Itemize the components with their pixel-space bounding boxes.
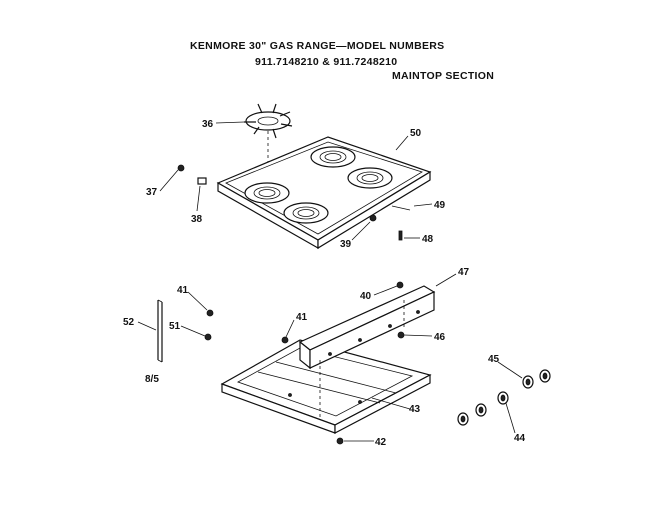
screw-46 — [397, 331, 405, 339]
screw-51 — [204, 333, 212, 341]
screw-41b — [281, 336, 289, 344]
callout-8-5: 8/5 — [145, 374, 159, 385]
screw-41a — [206, 309, 214, 317]
callout-38: 38 — [191, 214, 203, 225]
burner-openings — [244, 146, 393, 224]
callout-36: 36 — [202, 119, 214, 130]
callout-44: 44 — [514, 433, 526, 444]
callout-39: 39 — [340, 239, 352, 250]
clip-38 — [197, 177, 207, 185]
screw-39 — [369, 214, 377, 222]
callout-45: 45 — [488, 354, 500, 365]
screw-40 — [396, 281, 404, 289]
callout-41a: 41 — [177, 285, 189, 296]
callout-47: 47 — [458, 267, 470, 278]
manifold-bracket — [298, 285, 436, 370]
callout-49: 49 — [434, 200, 446, 211]
model-numbers: 911.7148210 & 911.7248210 — [255, 56, 398, 68]
callout-42: 42 — [375, 437, 387, 448]
leader-lines-top — [159, 121, 433, 241]
callout-37: 37 — [146, 187, 158, 198]
callout-46: 46 — [434, 332, 446, 343]
callout-48: 48 — [422, 234, 434, 245]
callout-50: 50 — [410, 128, 422, 139]
clip-49 — [391, 205, 411, 211]
callout-40: 40 — [360, 291, 372, 302]
side-bracket — [157, 299, 163, 363]
leader-lines-bottom — [137, 273, 523, 442]
cooktop — [216, 136, 432, 250]
burner-grate — [244, 103, 293, 139]
burner-box — [220, 339, 432, 434]
screw-48 — [398, 230, 403, 241]
section-title: MAINTOP SECTION — [392, 70, 495, 82]
screw-42 — [336, 437, 344, 445]
callout-51: 51 — [169, 321, 181, 332]
callout-52: 52 — [123, 317, 135, 328]
callout-43: 43 — [409, 404, 421, 415]
bracket-guide-lines — [319, 300, 405, 420]
callout-41b: 41 — [296, 312, 308, 323]
screw-37 — [177, 164, 185, 172]
control-knobs — [457, 369, 551, 426]
diagram-title: KENMORE 30" GAS RANGE—MODEL NUMBERS — [190, 40, 445, 52]
